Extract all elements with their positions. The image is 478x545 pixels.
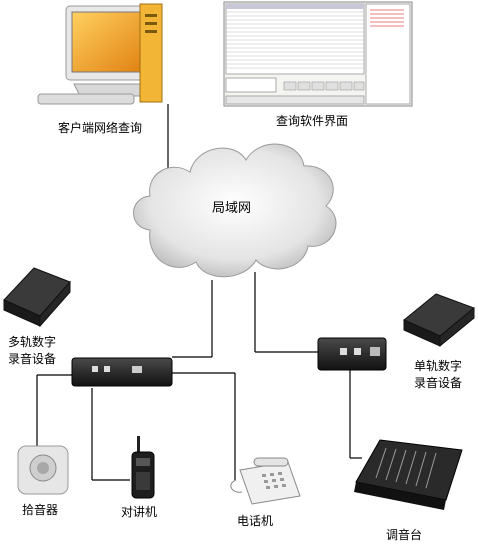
telephone [230,457,301,505]
gateway-box [317,337,387,371]
software-ui-label: 查询软件界面 [276,114,349,128]
pickup-label: 拾音器 [22,503,59,517]
singletrack-recorder-label-2: 录音设备 [414,376,463,390]
interface-box [71,357,173,387]
walkie-talkie-label: 对讲机 [121,505,158,519]
multitrack-recorder-label-2: 录音设备 [8,352,57,366]
telephone-label: 电话机 [237,514,274,528]
lan-cloud [133,143,337,278]
lan-label: 局域网 [212,201,252,216]
software-ui-screenshot [223,1,413,107]
mixer [354,439,463,510]
pickup-device [17,445,69,495]
singletrack-recorder-label-1: 单轨数字 [414,359,463,373]
mixer-label: 调音台 [386,528,423,542]
walkie-talkie [131,436,155,499]
multitrack-recorder [3,267,71,328]
multitrack-recorder-label-1: 多轨数字 [8,335,57,349]
client-pc [37,3,163,105]
singletrack-recorder [403,293,475,348]
client-pc-label: 客户端网络查询 [58,121,143,135]
connection-lines [36,104,362,481]
